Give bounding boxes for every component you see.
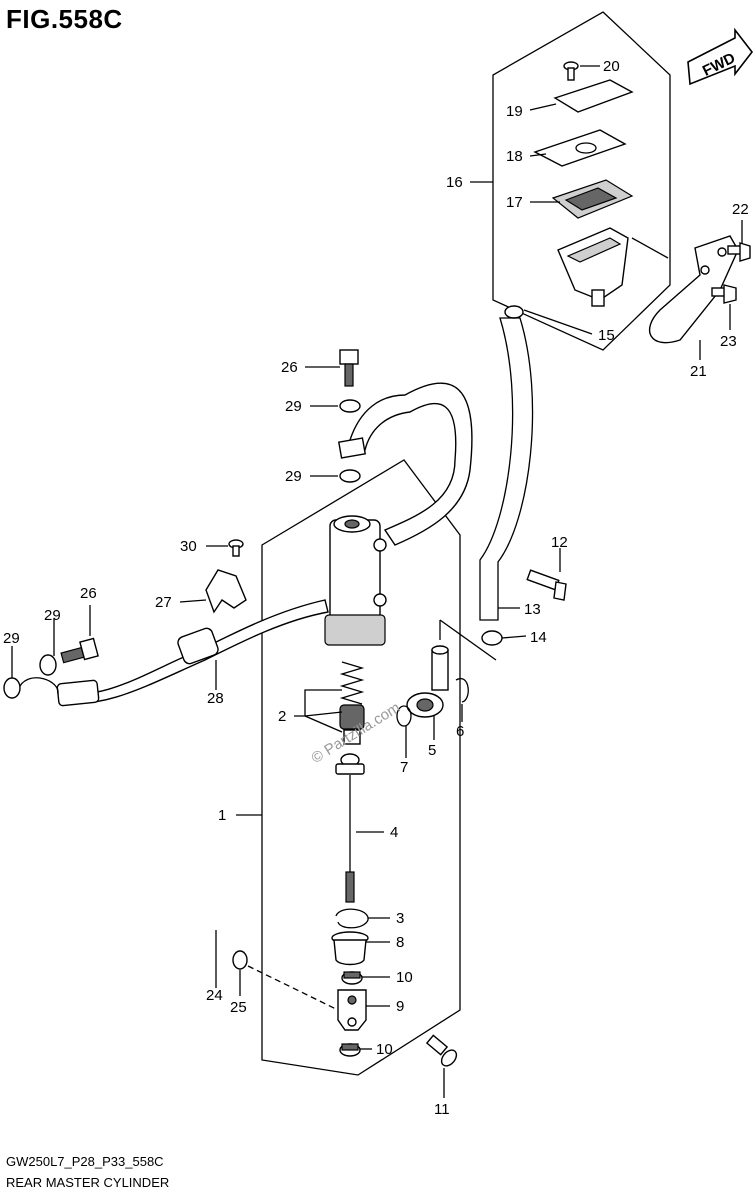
callout-28: 28	[207, 690, 224, 707]
bolt-12-icon	[526, 569, 567, 601]
brake-hose-lower-28	[59, 599, 329, 704]
diaphragm-icon	[551, 179, 634, 219]
screw-30-icon	[228, 539, 244, 557]
callout-22: 22	[732, 201, 749, 218]
diaphragm-plate-icon	[533, 129, 627, 167]
callout-26-lower: 26	[80, 585, 97, 602]
washer-29-lower-b-icon	[3, 677, 21, 699]
callout-labels: 20 19 18 16 17 22 23 21 15 26 29 29 30 1…	[3, 58, 749, 1118]
clevis-9-icon	[337, 989, 367, 1031]
figure-title: FIG.558C	[6, 4, 123, 34]
clamp-27-icon	[205, 569, 247, 614]
fwd-arrow-icon: FWD	[687, 27, 754, 86]
circlip-3-icon	[335, 908, 369, 929]
reservoir-kit-outline	[492, 11, 671, 351]
clevis-pin-11-icon	[425, 1034, 458, 1067]
master-cylinder-body-icon	[324, 515, 387, 646]
callout-4: 4	[390, 824, 398, 841]
callout-18: 18	[506, 148, 523, 165]
spring-piston-icon	[339, 661, 365, 745]
hose-sleeve-icon	[177, 627, 219, 665]
callout-1: 1	[218, 807, 226, 824]
hose-joint-5-icon	[406, 645, 449, 718]
reservoir-hose	[479, 317, 534, 621]
figure-name: REAR MASTER CYLINDER	[6, 1175, 170, 1190]
washer-29-lower-a-icon	[39, 654, 57, 676]
callout-29-lower-a: 29	[44, 607, 61, 624]
callout-9: 9	[396, 998, 404, 1015]
callout-10-upper: 10	[396, 969, 413, 986]
callout-6: 6	[456, 723, 464, 740]
callout-16: 16	[446, 174, 463, 191]
reservoir-bracket-icon	[649, 235, 739, 344]
callout-27: 27	[155, 594, 172, 611]
callout-17: 17	[506, 194, 523, 211]
reservoir-cap-icon	[553, 79, 634, 113]
callout-30: 30	[180, 538, 197, 555]
washer-25-icon	[232, 950, 248, 970]
hose-clamp-14-icon	[481, 630, 503, 646]
callout-26-top: 26	[281, 359, 298, 376]
leader-lines	[11, 65, 743, 1098]
callout-24: 24	[206, 987, 223, 1004]
callout-13: 13	[524, 601, 541, 618]
callout-29-lower-b: 29	[3, 630, 20, 647]
bolt-23-icon	[711, 284, 737, 304]
callout-14: 14	[530, 629, 547, 646]
callout-29-mid: 29	[285, 468, 302, 485]
washer-29-top-icon	[339, 399, 361, 413]
banjo-fitting-icon	[337, 437, 367, 459]
master-cylinder-kit-outline	[261, 459, 461, 1076]
o-ring-7-icon	[396, 705, 412, 727]
callout-29-top: 29	[285, 398, 302, 415]
hose-clamp-15-icon	[504, 305, 524, 319]
callout-12: 12	[551, 534, 568, 551]
callout-10-lower: 10	[376, 1041, 393, 1058]
callout-23: 23	[720, 333, 737, 350]
callout-15: 15	[598, 327, 615, 344]
bolt-22-icon	[727, 242, 751, 262]
callout-20: 20	[603, 58, 620, 75]
callout-5: 5	[428, 742, 436, 759]
reservoir-body-icon	[557, 227, 629, 307]
brake-hose-upper	[349, 382, 473, 546]
callout-2: 2	[278, 708, 286, 725]
callout-8: 8	[396, 934, 404, 951]
union-bolt-26-icon	[339, 349, 359, 387]
washer-29-mid-icon	[339, 469, 361, 483]
callout-21: 21	[690, 363, 707, 380]
callout-3: 3	[396, 910, 404, 927]
circlip-6-icon	[455, 677, 469, 703]
union-bolt-26-lower-icon	[60, 637, 99, 664]
push-rod-icon	[335, 753, 365, 903]
nut-10-upper-icon	[341, 971, 363, 985]
hose-fitting-icon	[56, 679, 100, 707]
callout-7: 7	[400, 759, 408, 776]
callout-19: 19	[506, 103, 523, 120]
callout-11: 11	[434, 1101, 450, 1118]
nut-10-lower-icon	[339, 1043, 361, 1057]
callout-25: 25	[230, 999, 247, 1016]
figure-code: GW250L7_P28_P33_558C	[6, 1154, 164, 1169]
boot-8-icon	[331, 931, 369, 966]
screw-20-icon	[563, 61, 579, 81]
